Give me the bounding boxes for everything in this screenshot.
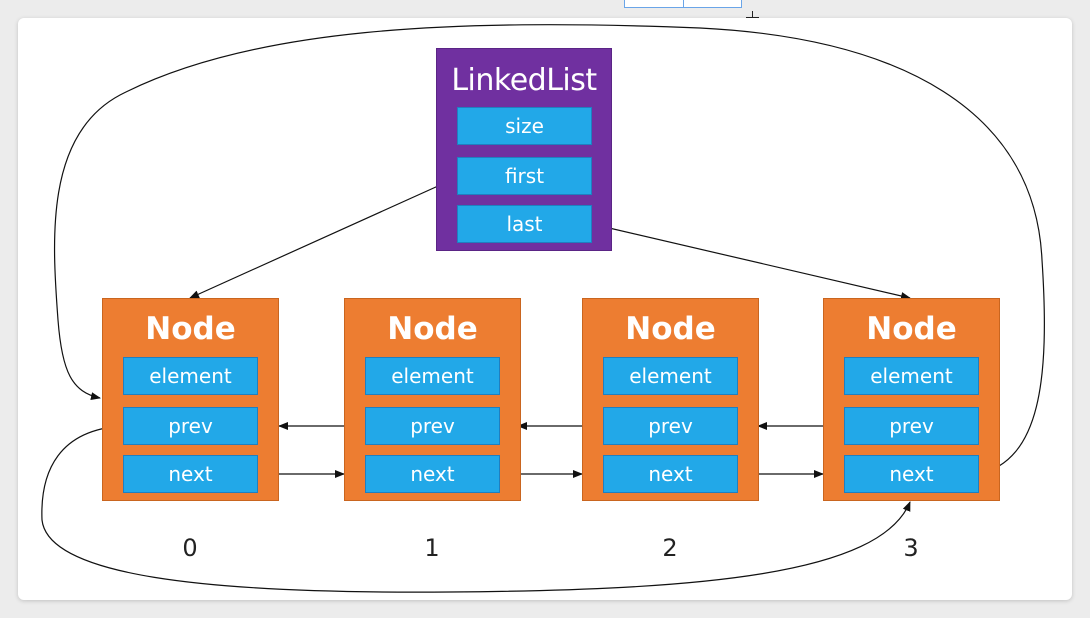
- node-title: Node: [145, 311, 236, 347]
- node-title: Node: [625, 311, 716, 347]
- prev-field: prev: [603, 407, 738, 445]
- prev-field: prev: [365, 407, 500, 445]
- next-field: next: [365, 455, 500, 493]
- node-index-label-3: 3: [903, 534, 919, 562]
- element-field: element: [123, 357, 258, 395]
- linked-list-box: LinkedList size first last: [436, 48, 612, 251]
- toolbar-fragment: [624, 0, 742, 8]
- node-title: Node: [866, 311, 957, 347]
- toolbar-divider: [683, 0, 684, 7]
- node-box-2: Node element prev next: [582, 298, 759, 501]
- element-field: element: [365, 357, 500, 395]
- last-field: last: [457, 205, 592, 243]
- next-field: next: [844, 455, 979, 493]
- prev-field: prev: [844, 407, 979, 445]
- next-field: next: [603, 455, 738, 493]
- size-field: size: [457, 107, 592, 145]
- first-field: first: [457, 157, 592, 195]
- node-index-label-2: 2: [662, 534, 678, 562]
- node-box-0: Node element prev next: [102, 298, 279, 501]
- crosshair-cursor-icon: [746, 11, 759, 24]
- element-field: element: [844, 357, 979, 395]
- node-index-label-1: 1: [424, 534, 440, 562]
- element-field: element: [603, 357, 738, 395]
- node-box-3: Node element prev next: [823, 298, 1000, 501]
- next-field: next: [123, 455, 258, 493]
- prev-field: prev: [123, 407, 258, 445]
- node-index-label-0: 0: [182, 534, 198, 562]
- node-title: Node: [387, 311, 478, 347]
- linked-list-title: LinkedList: [451, 63, 597, 98]
- node-box-1: Node element prev next: [344, 298, 521, 501]
